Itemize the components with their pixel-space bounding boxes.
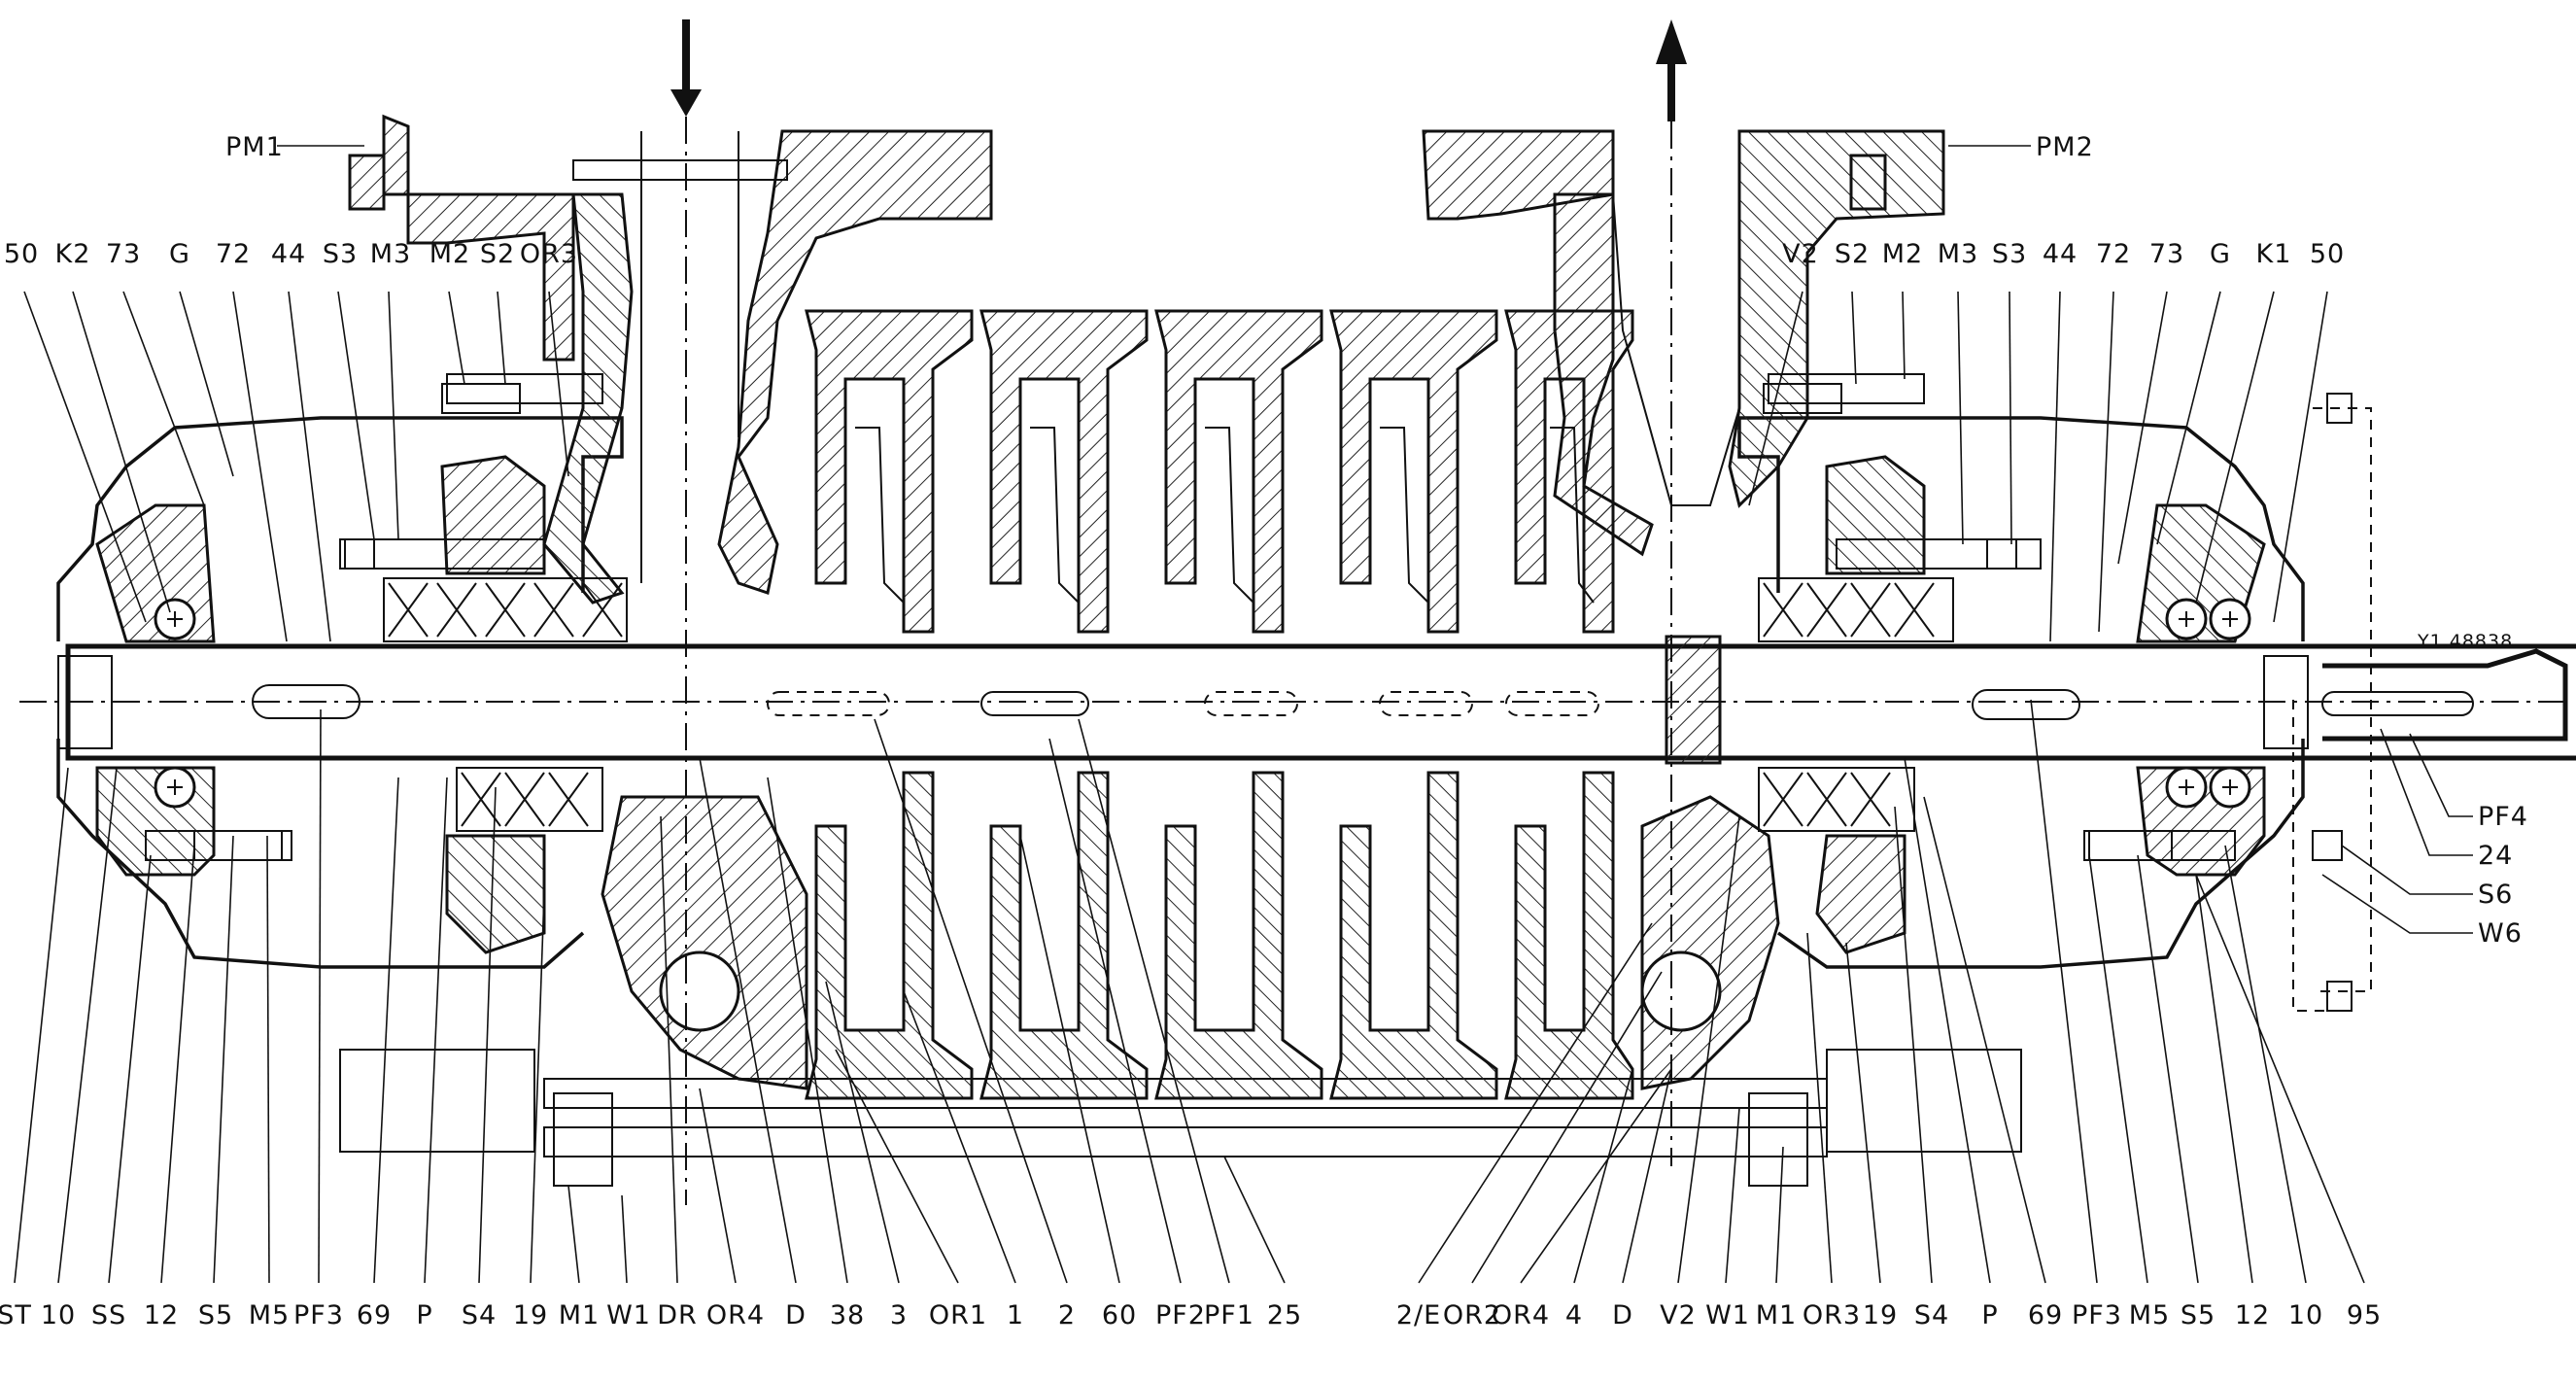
part-label: S2 (1835, 239, 1870, 269)
part-label: K2 (55, 239, 91, 269)
part-label: 69 (2028, 1300, 2063, 1330)
part-label: 60 (1102, 1300, 1137, 1330)
part-label: OR4 (706, 1300, 765, 1330)
part-label: OR1 (929, 1300, 987, 1330)
part-label: S3 (323, 239, 358, 269)
part-label: 3 (890, 1300, 908, 1330)
part-label: 50 (2310, 239, 2345, 269)
side-part-label: S6 (2478, 880, 2513, 910)
part-label: 10 (2288, 1300, 2323, 1330)
part-label: 72 (216, 239, 251, 269)
part-label: PF3 (2072, 1300, 2122, 1330)
shaft (19, 635, 2576, 765)
part-label: 44 (271, 239, 306, 269)
part-label: M2 (429, 239, 470, 269)
part-label: M5 (2129, 1300, 2170, 1330)
part-label: W1 (1705, 1300, 1750, 1330)
part-label: 44 (2043, 239, 2078, 269)
part-label: M5 (249, 1300, 290, 1330)
part-label: S2 (480, 239, 515, 269)
part-label: S5 (198, 1300, 233, 1330)
part-label: 50 (4, 239, 39, 269)
part-label: P (1981, 1300, 1998, 1330)
part-label: P (416, 1300, 432, 1330)
part-label: 73 (106, 239, 141, 269)
side-part-label: PF4 (2478, 802, 2528, 832)
side-part-label: 24 (2478, 841, 2513, 871)
bearing-left (95, 373, 628, 954)
part-label: 19 (513, 1300, 548, 1330)
part-label: G (169, 239, 190, 269)
part-label: M1 (559, 1300, 600, 1330)
impeller-stages-upper (805, 309, 1634, 634)
part-label: 38 (830, 1300, 865, 1330)
part-label: D (1612, 1300, 1633, 1330)
part-label: PF3 (293, 1300, 344, 1330)
part-label: 95 (2347, 1300, 2382, 1330)
top-right-labels: V2 S2 M2 M3 S3 44 72 73 G K1 50 (1782, 239, 2345, 269)
part-label: DR (657, 1300, 698, 1330)
label-pm-left: PM1 (225, 132, 284, 162)
part-label: G (2210, 239, 2231, 269)
part-label: W1 (606, 1300, 651, 1330)
bearing-right (1758, 373, 2266, 954)
part-label: PF2 (1155, 1300, 1206, 1330)
part-label: S4 (462, 1300, 497, 1330)
part-label: PF1 (1204, 1300, 1254, 1330)
part-label: 2 (1058, 1300, 1076, 1330)
flow-arrows (670, 19, 1687, 1205)
part-label: M3 (370, 239, 411, 269)
part-label: D (785, 1300, 807, 1330)
part-label: V2 (1660, 1300, 1697, 1330)
part-label: S4 (1914, 1300, 1949, 1330)
part-label: 10 (41, 1300, 76, 1330)
part-label: 69 (357, 1300, 392, 1330)
impeller-stages-lower (601, 771, 1780, 1100)
part-label: 12 (2235, 1300, 2270, 1330)
side-part-label: W6 (2478, 918, 2523, 949)
part-label: K1 (2256, 239, 2292, 269)
part-label: 73 (2149, 239, 2184, 269)
part-label: 12 (144, 1300, 179, 1330)
label-pm-right: PM2 (2036, 132, 2094, 162)
part-label: M3 (1938, 239, 1978, 269)
part-label: 25 (1267, 1300, 1302, 1330)
part-label: ST (0, 1300, 32, 1330)
part-label: OR4 (1492, 1300, 1550, 1330)
part-label: S3 (1992, 239, 2027, 269)
part-label: S5 (2181, 1300, 2215, 1330)
part-label: M2 (1882, 239, 1923, 269)
part-label: 4 (1565, 1300, 1583, 1330)
suction-nozzle (382, 114, 993, 605)
part-label: 2/E (1396, 1300, 1441, 1330)
leader-lines (14, 145, 2473, 1284)
part-label: 19 (1863, 1300, 1898, 1330)
coupling-guard (2292, 393, 2372, 1012)
part-label: 72 (2096, 239, 2131, 269)
part-label: OR2 (1443, 1300, 1501, 1330)
part-label: V2 (1782, 239, 1819, 269)
part-label: SS (91, 1300, 126, 1330)
part-label: M1 (1756, 1300, 1797, 1330)
part-label: OR3 (520, 239, 578, 269)
part-label: OR3 (1803, 1300, 1861, 1330)
drawing-code: Y1.48838 (2417, 631, 2513, 652)
part-label: 1 (1007, 1300, 1024, 1330)
